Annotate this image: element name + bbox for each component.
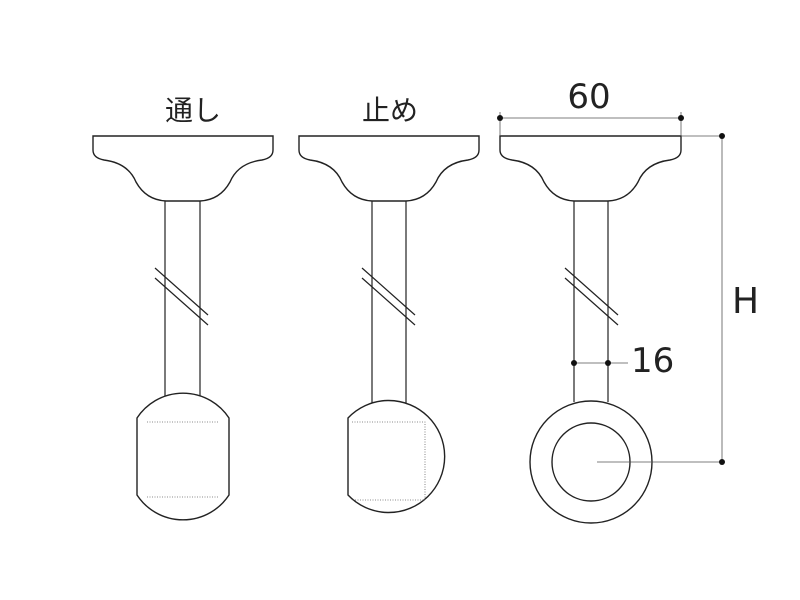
dim-height-value: H — [732, 281, 759, 322]
dim-width-dot-right — [678, 115, 684, 121]
dim-pipe-dot-right — [605, 360, 611, 366]
dim-pipe-value: 16 — [631, 341, 674, 381]
break-mark-1-stop — [361, 267, 416, 316]
dim-width-value: 60 — [567, 77, 610, 117]
dim-height-dot-bottom — [719, 459, 725, 465]
break-mark-2-stop — [361, 277, 416, 326]
dim-height-dot-top — [719, 133, 725, 139]
bracket-through: 通し — [92, 94, 274, 521]
label-through-type: 通し — [165, 94, 221, 127]
ball-socket-stop — [352, 421, 426, 501]
break-mark-1-ring — [564, 267, 619, 316]
bracket-stop: 止め — [298, 94, 480, 514]
dim-width-dot-left — [497, 115, 503, 121]
ball-end-stop — [347, 399, 446, 514]
flange-ring — [499, 135, 682, 202]
dim-pipe-dot-left — [571, 360, 577, 366]
break-mark-2-through — [154, 277, 209, 326]
label-stop-type: 止め — [362, 94, 418, 127]
flange-through — [92, 135, 274, 202]
flange-stop — [298, 135, 480, 202]
break-mark-2-ring — [564, 277, 619, 326]
bracket-ring: 60 16 H — [497, 77, 759, 524]
break-mark-1-through — [154, 267, 209, 316]
ball-end-through — [136, 392, 230, 521]
